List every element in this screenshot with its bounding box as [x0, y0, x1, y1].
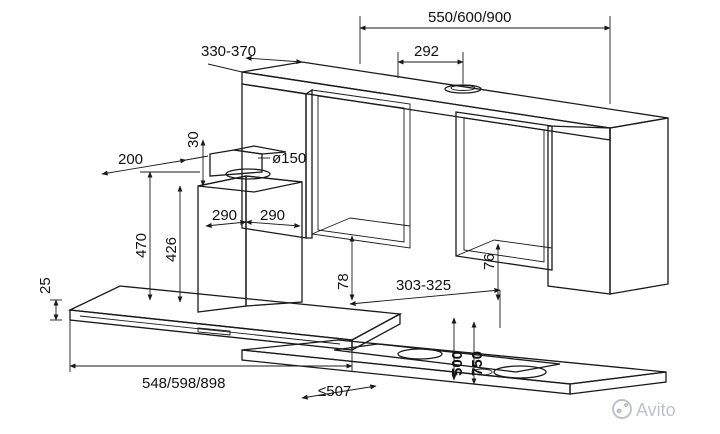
hood-canopy [67, 285, 403, 352]
dim-hood-front-depth: ≤507 [318, 383, 351, 400]
watermark-text: Avito [636, 400, 676, 420]
dim-hood-width: 548/598/898 [142, 375, 225, 392]
dim-hood-depth: 303-325 [396, 277, 451, 294]
dim-cabinet-width: 550/600/900 [428, 9, 511, 26]
dim-chimney-width-right: 290 [260, 207, 285, 224]
dim-shelf-thickness: 78 [335, 273, 352, 290]
dim-chimney-height-min: 426 [163, 237, 180, 262]
dim-chimney-offset: 30 [185, 131, 202, 148]
dim-duct-offset: 292 [414, 43, 439, 60]
dim-duct-diameter: ø150 [272, 150, 306, 167]
hood-chimney [197, 145, 303, 313]
dim-height-electric: 500 [449, 351, 466, 376]
dim-chimney-depth: 200 [118, 151, 143, 168]
wall-cabinets [241, 61, 669, 295]
watermark-logo-icon [612, 399, 632, 419]
dim-chimney-height-max: 470 [133, 233, 150, 258]
dim-cabinet-bottom: 76 [481, 253, 498, 270]
dim-height-gas: 750 [469, 351, 486, 376]
dim-cabinet-depth: 330-370 [201, 43, 256, 60]
dim-chimney-width-left: 290 [212, 207, 237, 224]
watermark: Avito [612, 399, 676, 420]
dimension-lines [50, 16, 611, 400]
dim-hood-thickness: 25 [37, 277, 54, 294]
